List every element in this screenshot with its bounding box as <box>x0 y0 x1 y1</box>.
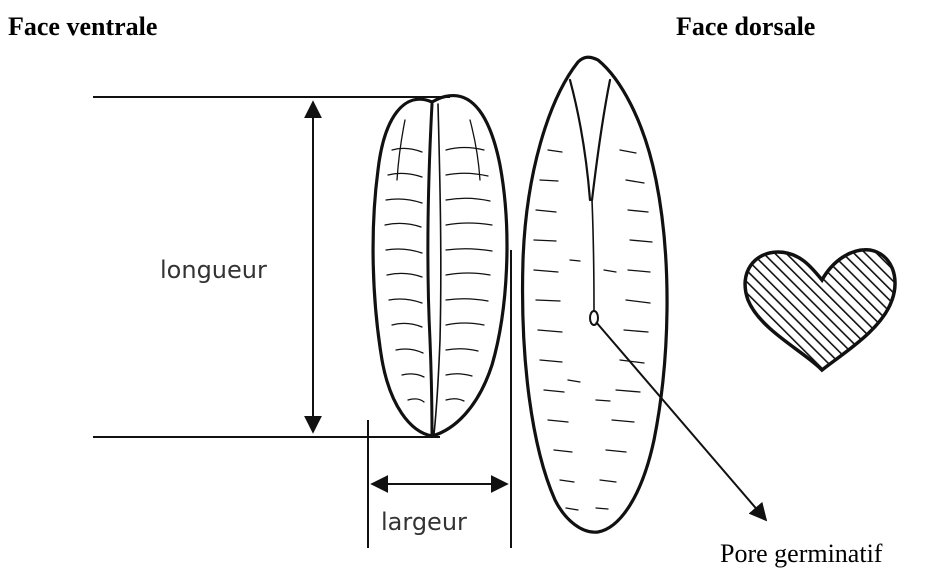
germ-pore-label: Pore germinatif <box>720 539 883 568</box>
grain-cross-section <box>740 244 900 374</box>
grain-dorsal-illustration <box>523 57 668 532</box>
length-dimension: longueur <box>93 97 450 437</box>
length-label: longueur <box>160 256 267 284</box>
width-dimension: largeur <box>368 250 511 548</box>
width-label: largeur <box>381 508 467 536</box>
grain-ventral-illustration <box>373 96 507 436</box>
